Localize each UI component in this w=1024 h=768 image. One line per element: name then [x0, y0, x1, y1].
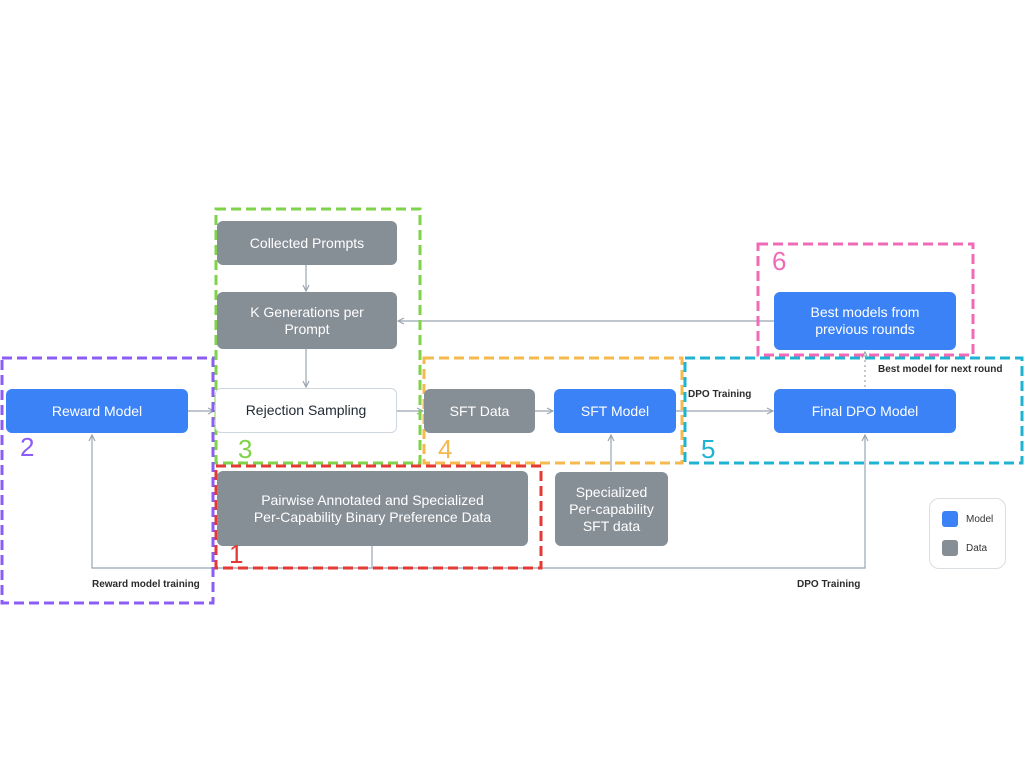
region-box-5 [683, 356, 1024, 465]
preference-data-node: Pairwise Annotated and Specialized Per-C… [217, 471, 528, 546]
legend-row-data: Data [942, 540, 987, 556]
region-number-2: 2 [20, 432, 35, 462]
region-box-4 [422, 356, 684, 465]
legend-model-swatch [942, 511, 958, 527]
region-number-5: 5 [701, 434, 716, 464]
dpo-training-top-label: DPO Training [688, 389, 752, 400]
legend-model-label: Model [966, 513, 994, 525]
dpo-training-bottom-label: DPO Training [797, 579, 861, 590]
region-box-2 [0, 356, 215, 605]
edge-preference-to-dpo [372, 435, 865, 569]
collected-prompts-node: Collected Prompts [217, 221, 397, 265]
final-dpo-model-node: Final DPO Model [774, 389, 956, 433]
reward-model-node: Reward Model [6, 389, 188, 433]
region-number-3: 3 [238, 434, 253, 464]
best-model-next-round-label: Best model for next round [878, 364, 1003, 375]
sft-data-node: SFT Data [424, 389, 535, 433]
reward-model-training-label: Reward model training [92, 579, 200, 590]
region-box-1 [214, 464, 543, 570]
legend: Model Data [929, 498, 1006, 569]
sft-model-node: SFT Model [554, 389, 676, 433]
best-models-node: Best models from previous rounds [774, 292, 956, 350]
region-box-6 [756, 242, 975, 357]
specialized-sft-data-node: Specialized Per-capability SFT data [555, 472, 668, 546]
k-generations-node: K Generations per Prompt [217, 292, 397, 349]
rejection-sampling-node: Rejection Sampling [215, 388, 397, 433]
legend-data-label: Data [966, 542, 988, 554]
region-number-1: 1 [229, 539, 244, 569]
region-number-4: 4 [438, 434, 453, 464]
region-number-6: 6 [772, 246, 787, 276]
legend-data-swatch [942, 540, 958, 556]
legend-row-model: Model [942, 511, 993, 527]
region-box-3 [214, 207, 422, 465]
